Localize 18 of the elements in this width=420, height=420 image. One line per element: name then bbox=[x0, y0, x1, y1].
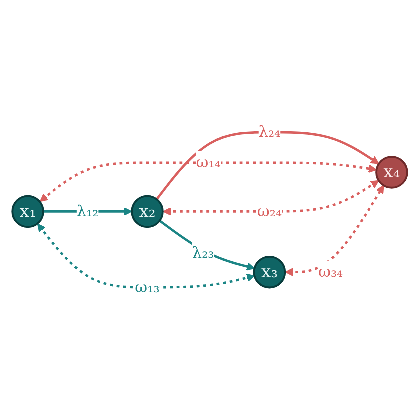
edge-label: ω₂₄ bbox=[257, 202, 282, 220]
node-circle: x₁ bbox=[12, 195, 44, 228]
edge-label: λ₁₂ bbox=[76, 202, 99, 220]
arrow bbox=[37, 224, 256, 289]
arrow bbox=[285, 185, 384, 276]
edge-label: ω₁₃ bbox=[135, 278, 160, 296]
arrow bbox=[162, 180, 380, 216]
edge-label: λ₂₄ bbox=[258, 122, 281, 142]
edge-label: ω₃₄ bbox=[318, 262, 344, 281]
node-circle: x₃ bbox=[253, 256, 286, 289]
edge-label: ω₁₄ bbox=[196, 153, 221, 172]
node-circle: x₂ bbox=[131, 195, 164, 228]
arrow bbox=[43, 208, 132, 216]
node-circle: x₄ bbox=[376, 156, 408, 189]
arrow bbox=[159, 220, 256, 271]
arrow bbox=[40, 162, 378, 202]
edge-label: λ₂₃ bbox=[192, 244, 214, 262]
arrow bbox=[156, 131, 380, 200]
